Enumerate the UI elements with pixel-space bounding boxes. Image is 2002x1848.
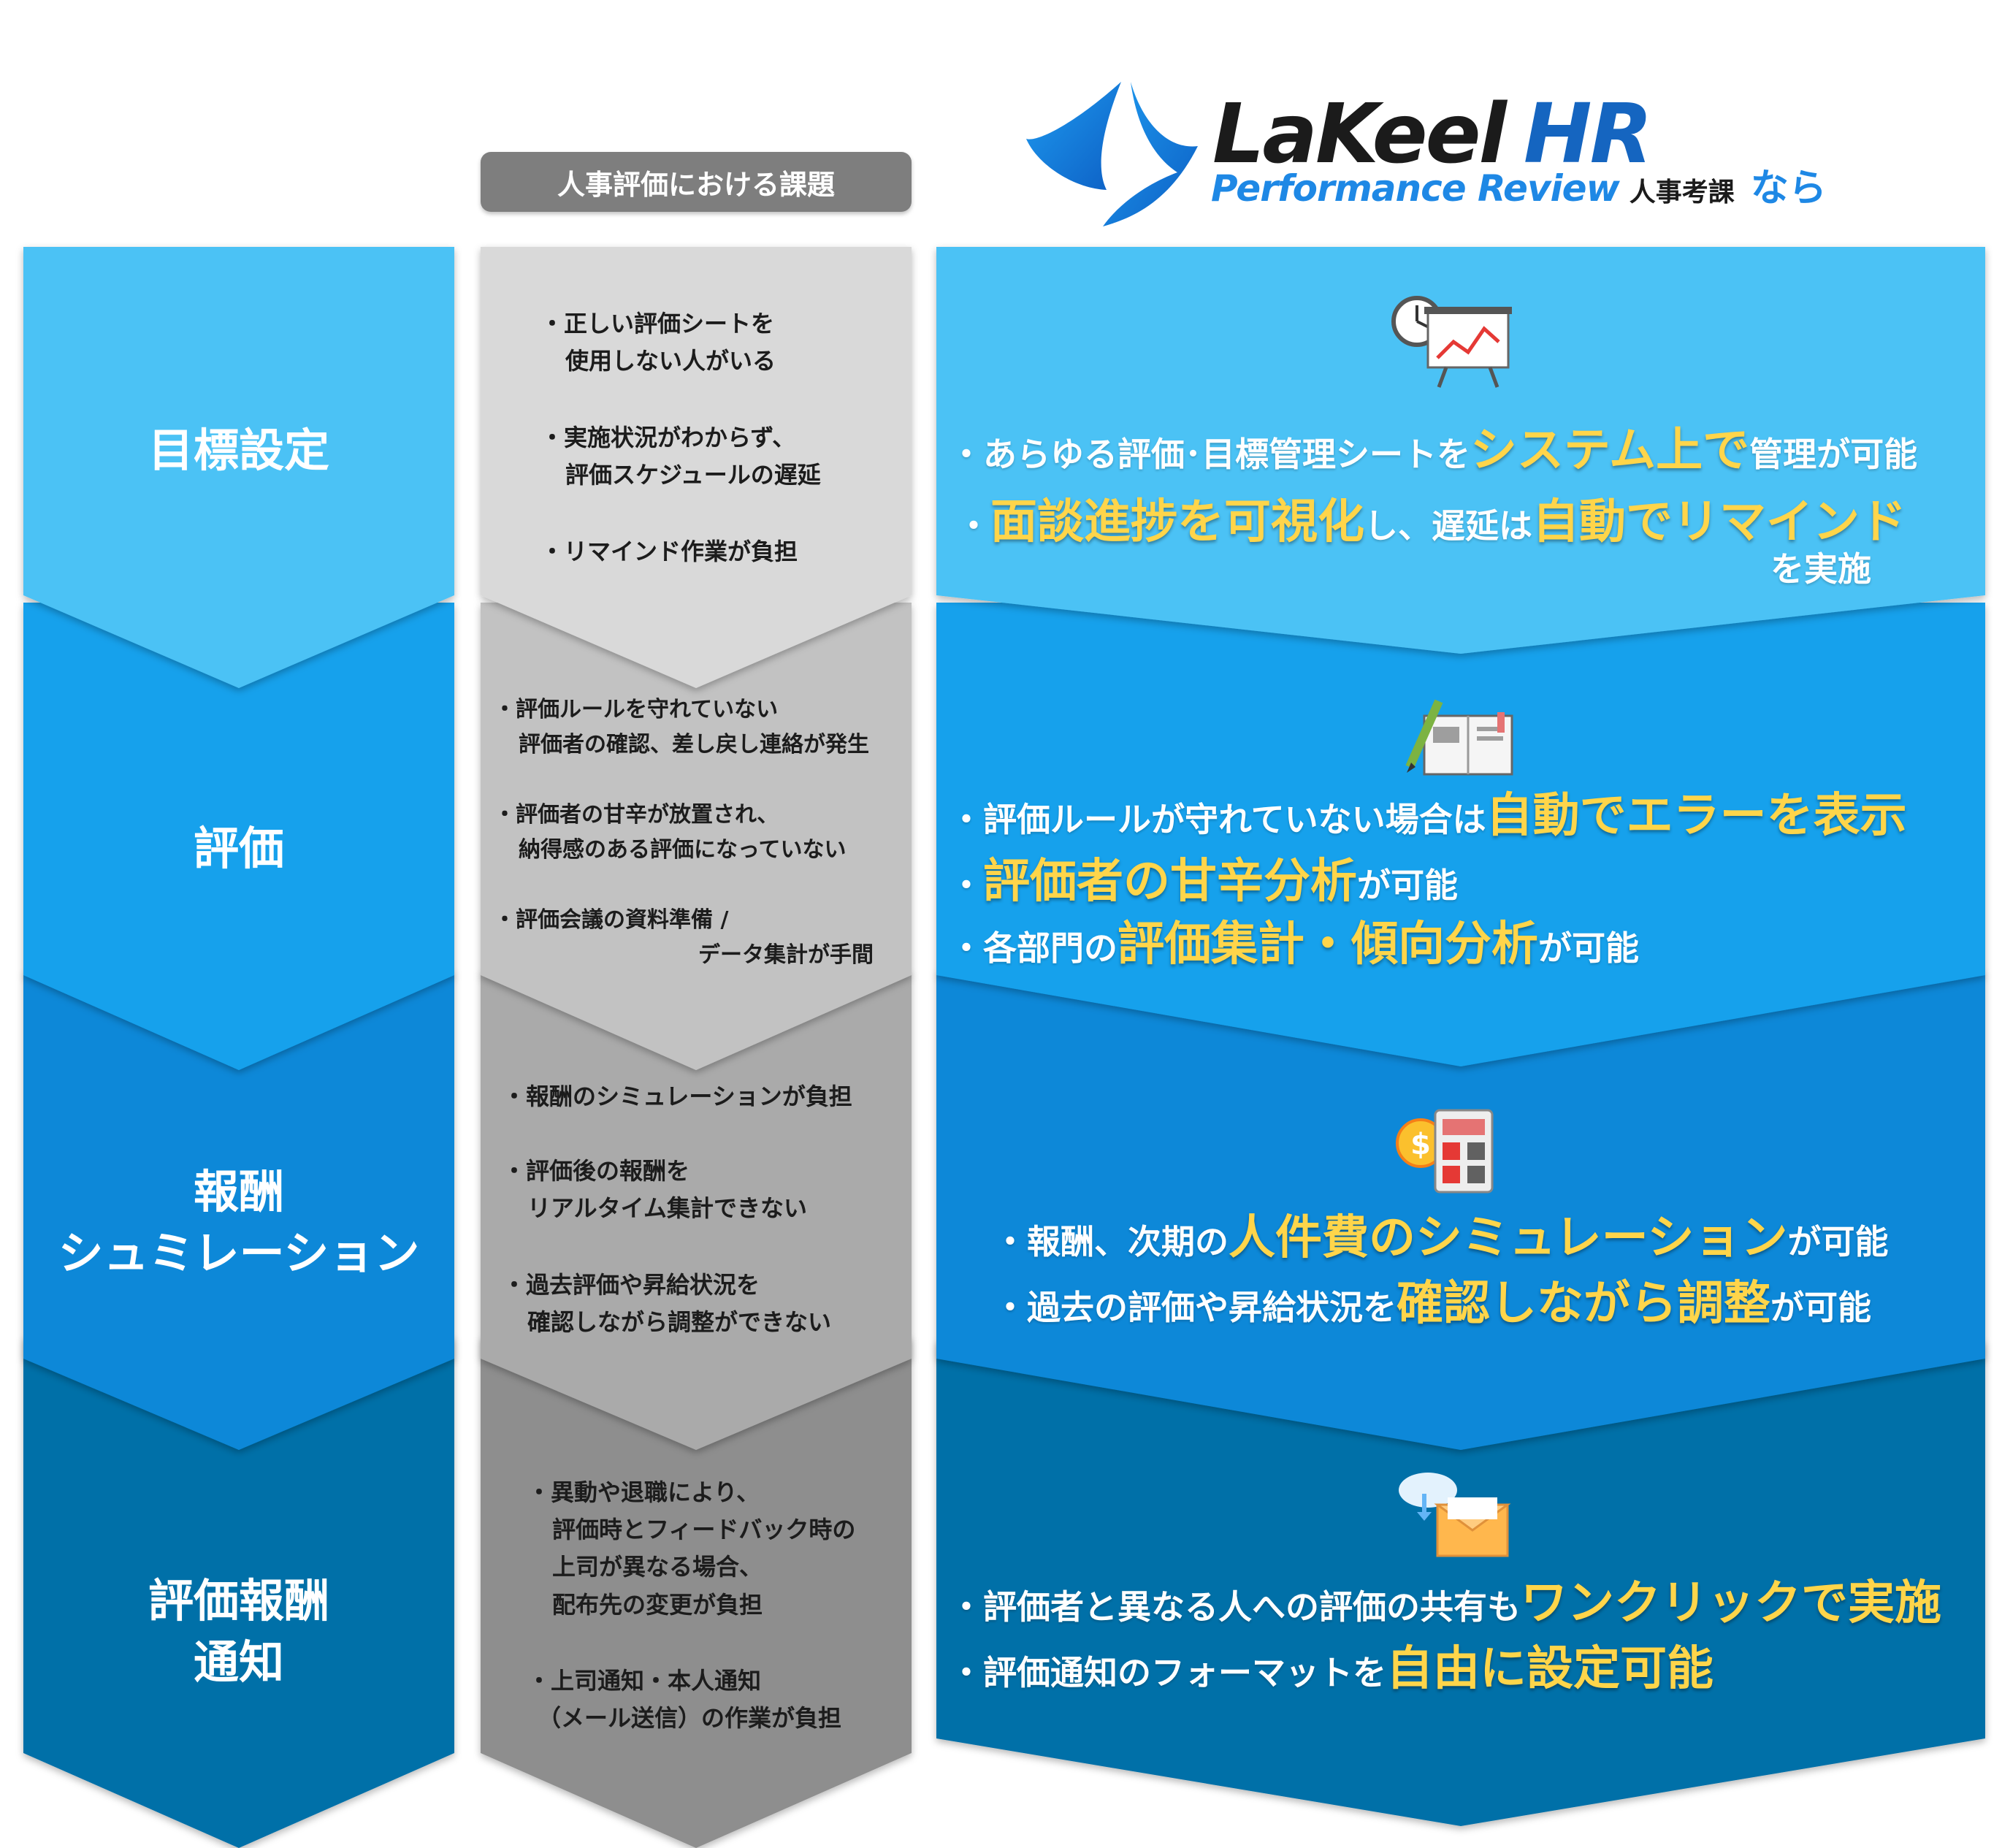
solution-2-line-2: ・評価者の甘辛分析が可能	[950, 855, 1458, 909]
issue-3-c: ・過去評価や昇給状況を確認しながら調整ができない	[503, 1271, 832, 1337]
brand-nara: なら	[1750, 167, 1827, 210]
issue-3-b: ・評価後の報酬をリアルタイム集計できない	[503, 1157, 808, 1223]
issue-1-c: ・リマインド作業が負担	[540, 538, 798, 565]
stage-4-chevron	[23, 1337, 454, 1848]
issue-1-a: ・正しい評価シートを使用しない人がいる	[540, 310, 776, 375]
stage-3-label: 報酬 シュミレーション	[58, 1165, 420, 1280]
issue-2-chevron	[481, 603, 912, 1070]
solution-2-chevron	[936, 603, 1985, 1066]
stage-2-chevron	[23, 603, 454, 1070]
solution-1-chevron	[936, 247, 1985, 654]
issue-2-c: ・評価会議の資料準備 /データ集計が手間	[494, 907, 874, 968]
solution-3-chevron	[936, 971, 1985, 1450]
brand-jp: 人事考課	[1629, 177, 1735, 207]
issue-2-b: ・評価者の甘辛が放置され、納得感のある評価になっていない	[494, 802, 847, 863]
issue-2-a: ・評価ルールを守れていない評価者の確認、差し戻し連絡が発生	[494, 697, 869, 757]
issue-1-b: ・実施状況がわからず、評価スケジュールの遅延	[540, 424, 821, 489]
stage-1-label: 目標設定	[148, 424, 329, 477]
stage-2-label: 評価	[193, 822, 284, 875]
solution-4-chevron	[936, 1340, 1985, 1826]
lakeel-logo-icon	[1026, 82, 1198, 226]
issue-4-a: ・異動や退職により、 評価時とフィードバック時の 上司が異なる場合、 配布先の変…	[527, 1478, 856, 1619]
solution-1-line-3: を実施	[1770, 549, 1871, 589]
calculator-coin-icon: $	[1396, 1109, 1494, 1194]
book-pencil-icon	[1405, 699, 1513, 776]
solution-1-line-2: ・面談進捗を可視化し、遅延は自動でリマインド	[957, 495, 1906, 549]
brand-subtitle: Performance Review 人事考課なら	[1211, 169, 1827, 207]
solution-3-line-1: ・報酬、次期の人件費のシミュレーションが可能	[993, 1211, 1889, 1265]
brand-product: Performance Review	[1211, 167, 1620, 210]
solution-4-line-1: ・評価者と異なる人への評価の共有もワンクリックで実施	[950, 1576, 1941, 1630]
issues-header: 人事評価における課題	[481, 152, 912, 212]
issue-3-a: ・報酬のシミュレーションが負担	[503, 1083, 852, 1110]
solution-4-line-2: ・評価通知のフォーマットを自由に設定可能	[950, 1642, 1713, 1696]
solution-3-line-2: ・過去の評価や昇給状況を確認しながら調整が可能	[993, 1277, 1871, 1331]
stage-3-chevron	[23, 971, 454, 1450]
mail-envelope-icon	[1399, 1473, 1511, 1557]
solution-1-line-1: ・あらゆる評価･目標管理シートをシステム上で管理が可能	[950, 424, 1918, 478]
issue-4-chevron	[481, 1337, 912, 1848]
presentation-board-icon	[1391, 296, 1512, 388]
brand-hr: HR	[1523, 87, 1653, 182]
issue-1-chevron	[481, 247, 912, 688]
issue-4-b: ・上司通知・本人通知（メール送信）の作業が負担	[527, 1667, 842, 1733]
brand-lakeel: LaKeel	[1212, 87, 1507, 182]
svg-text:$: $	[1410, 1128, 1431, 1161]
solution-2-line-1: ・評価ルールが守れていない場合は自動でエラーを表示	[950, 789, 1907, 843]
stage-1-chevron	[23, 247, 454, 688]
stage-4-label: 評価報酬 通知	[148, 1574, 329, 1689]
solution-2-line-3: ・各部門の評価集計・傾向分析が可能	[950, 917, 1639, 971]
issue-3-chevron	[481, 971, 912, 1450]
